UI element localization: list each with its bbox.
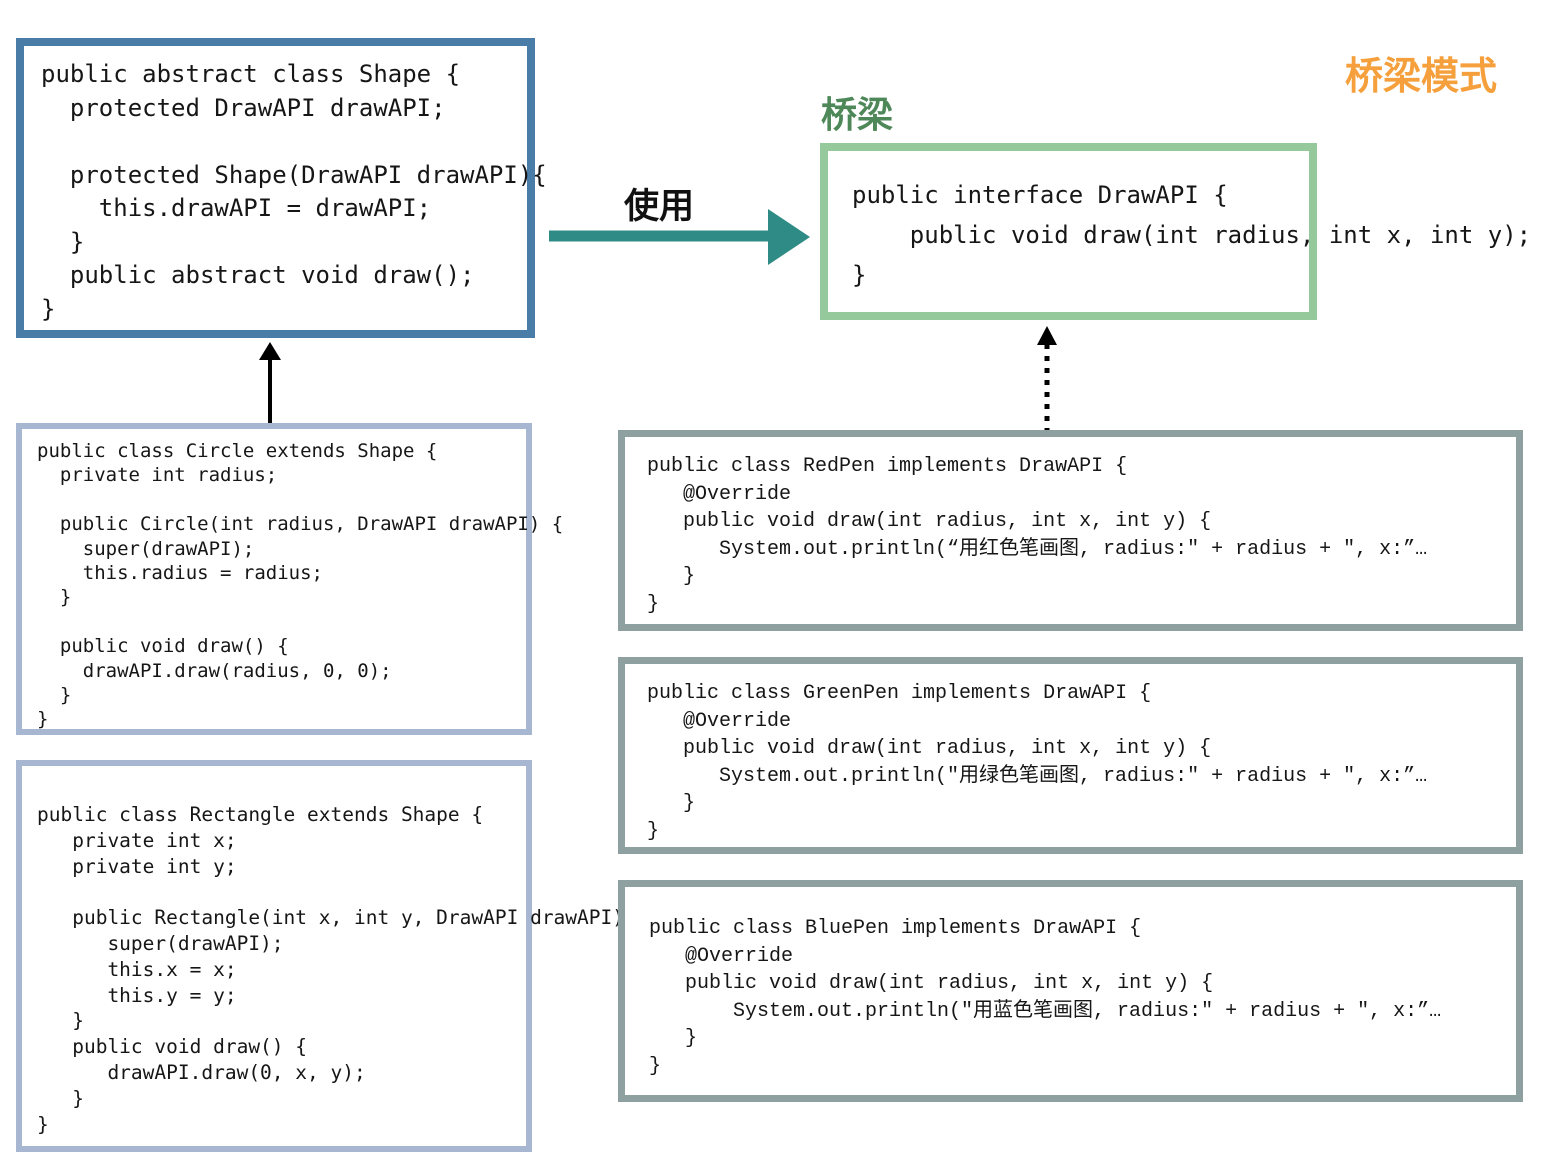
rectangle-class-code: public class Rectangle extends Shape { p… [37, 803, 647, 1136]
redpen-class-box: public class RedPen implements DrawAPI {… [618, 430, 1523, 631]
circle-class-box: public class Circle extends Shape { priv… [16, 423, 564, 735]
circle-class-code: public class Circle extends Shape { priv… [37, 440, 564, 731]
page-title: 桥梁模式 [1345, 56, 1498, 98]
use-label: 使用 [624, 187, 695, 226]
drawapi-interface-box: public interface DrawAPI { public void d… [820, 143, 1532, 320]
shape-class-code: public abstract class Shape { protected … [41, 60, 547, 323]
implements-arrow-dotted [1037, 326, 1057, 433]
rectangle-class-box: public class Rectangle extends Shape { p… [16, 760, 647, 1152]
greenpen-class-code: public class GreenPen implements DrawAPI… [647, 682, 1428, 843]
greenpen-class-box: public class GreenPen implements DrawAPI… [618, 657, 1523, 854]
bluepen-class-box: public class BluePen implements DrawAPI … [618, 880, 1523, 1102]
extends-arrow [259, 342, 281, 423]
drawapi-interface-code: public interface DrawAPI { public void d… [852, 181, 1532, 289]
bridge-label: 桥梁 [821, 94, 894, 135]
redpen-class-code: public class RedPen implements DrawAPI {… [647, 455, 1428, 616]
shape-abstract-class-box: public abstract class Shape { protected … [16, 38, 547, 338]
bluepen-class-code: public class BluePen implements DrawAPI … [649, 917, 1442, 1078]
